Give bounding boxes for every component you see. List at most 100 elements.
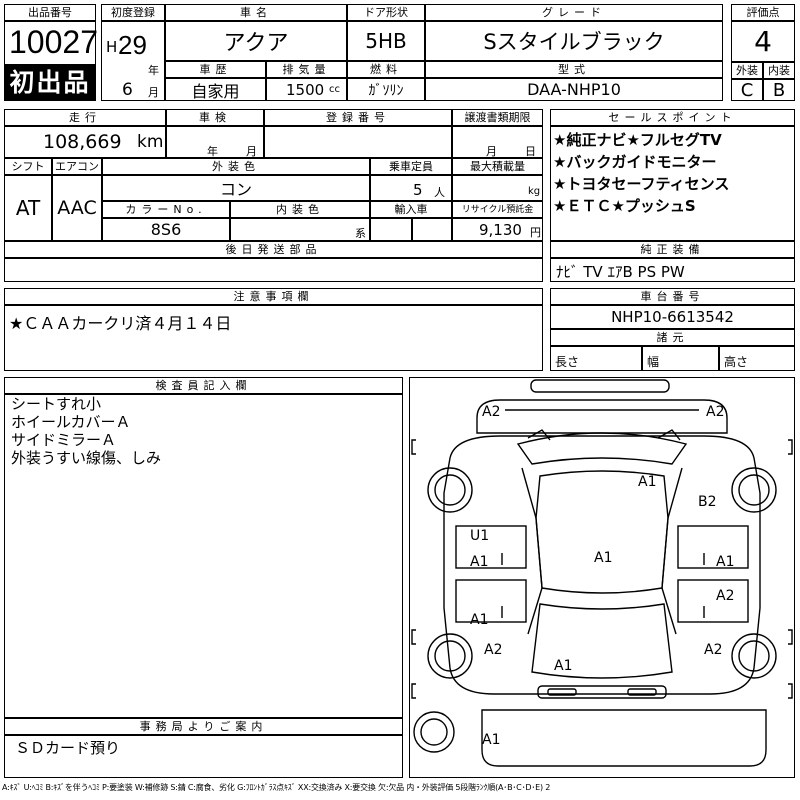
import-cell-b: [412, 218, 452, 241]
chassis-number: NHP10-6613542: [550, 305, 795, 329]
history: 自家用: [165, 78, 266, 101]
load-unit: kg: [528, 186, 541, 197]
door-label: ドア形状: [347, 4, 425, 21]
year-unit: 年: [148, 64, 159, 77]
grade-label: グレード: [425, 4, 723, 21]
damage-mark: A2: [716, 588, 734, 604]
car-outline-icon: A2 A2 A1 B2 U1 A1 A1 A1 A1 A2 A2 A2 A1 A…: [411, 379, 793, 767]
reg-no-label: 登録番号: [264, 109, 452, 126]
width-cell: 幅: [642, 346, 719, 371]
int-color-unit: 系: [355, 227, 366, 240]
height-cell: 高さ: [719, 346, 795, 371]
office-text: ＳＤカード預り: [15, 739, 121, 757]
sales-point: ★純正ナビ★フルセグTV: [553, 131, 722, 149]
ac-label: エアコン: [52, 158, 102, 175]
first-reg-label: 初度登録: [101, 4, 165, 21]
office-box: ＳＤカード預り: [4, 735, 403, 778]
width-label: 幅: [647, 355, 660, 369]
door-type: 5HB: [347, 21, 425, 61]
damage-mark: A2: [484, 642, 502, 658]
chassis-label: 車台番号: [550, 288, 795, 305]
damage-diagram: A2 A2 A1 B2 U1 A1 A1 A1 A1 A2 A2 A2 A1 A…: [409, 377, 795, 778]
transfer-label: 譲渡書類期限: [452, 109, 543, 126]
car-name-label: 車名: [165, 4, 347, 21]
year: 29: [118, 30, 147, 60]
sales-point: ★ＥＴＣ★プッシュS: [553, 197, 696, 215]
interior-grade: B: [763, 79, 795, 101]
recycle-cell: 9,130 円: [452, 218, 543, 241]
sales-point: ★バックガイドモニター: [553, 153, 717, 171]
shift-label: シフト: [4, 158, 52, 175]
mileage-cell: 108,669 km: [4, 126, 166, 158]
capacity-label: 乗車定員: [370, 158, 452, 175]
model-label: 型式: [425, 61, 723, 78]
interior-label: 内装: [763, 62, 795, 79]
damage-mark: A1: [470, 612, 488, 628]
displacement-cell: 1500 cc: [266, 78, 347, 101]
equipment-cell: ﾅﾋﾞ TV ｴｱB PS PW: [550, 258, 795, 282]
damage-mark: A2: [706, 404, 724, 420]
load-cell: kg: [452, 175, 543, 201]
displacement-unit: cc: [329, 84, 340, 95]
inspector-line: サイドミラーＡ: [11, 431, 117, 449]
sales-points-box: ★純正ナビ★フルセグTV ★バックガイドモニター ★トヨタセーフティセンス ★Ｅ…: [550, 126, 795, 241]
notes-box: ★ＣＡＡカークリ済４月１４日: [4, 305, 543, 371]
model: DAA-NHP10: [425, 78, 723, 101]
era: H: [106, 38, 118, 56]
inspector-box: シートすれ小 ホイールカバーＡ サイドミラーＡ 外装うすい線傷、しみ: [4, 394, 403, 718]
recycle-label: リサイクル預託金: [452, 201, 543, 218]
exterior-grade: C: [731, 79, 763, 101]
first-reg-cell: H 29 年 6 月: [101, 21, 165, 101]
month: 6: [122, 80, 133, 100]
office-label: 事務局よりご案内: [4, 718, 403, 735]
length-cell: 長さ: [550, 346, 642, 371]
damage-mark: A1: [470, 554, 488, 570]
notes-text: ★ＣＡＡカークリ済４月１４日: [9, 314, 232, 333]
exterior-label: 外装: [731, 62, 763, 79]
displacement: 1500: [286, 81, 325, 99]
damage-mark: A1: [482, 732, 500, 748]
car-name: アクア: [165, 21, 347, 61]
capacity-cell: 5 人: [370, 175, 452, 201]
notes-label: 注意事項欄: [4, 288, 543, 305]
inspector-line: 外装うすい線傷、しみ: [11, 449, 162, 467]
damage-mark: A1: [638, 474, 656, 490]
recycle-unit: 円: [530, 226, 541, 239]
inspection-month-unit: 月: [246, 145, 257, 158]
int-color-label: 内装色: [230, 201, 370, 218]
equipment-label: 純正装備: [550, 241, 795, 258]
mileage-label: 走行: [4, 109, 166, 126]
sales-point: ★トヨタセーフティセンス: [553, 175, 730, 193]
later-parts-label: 後日発送部品: [4, 241, 543, 258]
damage-mark: B2: [698, 494, 717, 510]
lot-number-cell: 10027: [4, 21, 98, 65]
load-label: 最大積載量: [452, 158, 543, 175]
ext-color: コン: [102, 175, 370, 201]
height-label: 高さ: [724, 355, 749, 369]
reg-no-cell: [264, 126, 452, 158]
color-no-label: カラーNo.: [102, 201, 230, 218]
history-label: 車歴: [165, 61, 266, 78]
recycle: 9,130: [479, 221, 522, 239]
capacity: 5: [413, 181, 423, 199]
score-label: 評価点: [731, 4, 795, 21]
grade: Sスタイルブラック: [425, 21, 723, 61]
fuel: ｶﾞｿﾘﾝ: [347, 78, 425, 101]
lot-number-label: 出品番号: [4, 4, 96, 21]
score: 4: [731, 21, 795, 62]
mileage: 108,669: [43, 131, 122, 153]
dims-label: 諸元: [550, 329, 795, 346]
inspection-cell: 年 月: [166, 126, 264, 158]
damage-mark: A2: [704, 642, 722, 658]
equipment: ﾅﾋﾞ TV ｴｱB PS PW: [556, 263, 685, 281]
inspection-year-unit: 年: [207, 145, 218, 158]
color-no: 8S6: [102, 218, 230, 241]
later-parts-cell: [4, 258, 543, 282]
damage-mark: A1: [594, 550, 612, 566]
ac: AAC: [52, 175, 102, 241]
transfer-month-unit: 月: [486, 145, 497, 158]
import-cell-a: [370, 218, 412, 241]
damage-mark: A1: [716, 554, 734, 570]
damage-mark: A2: [482, 404, 500, 420]
first-listing-badge: 初出品: [4, 65, 96, 101]
